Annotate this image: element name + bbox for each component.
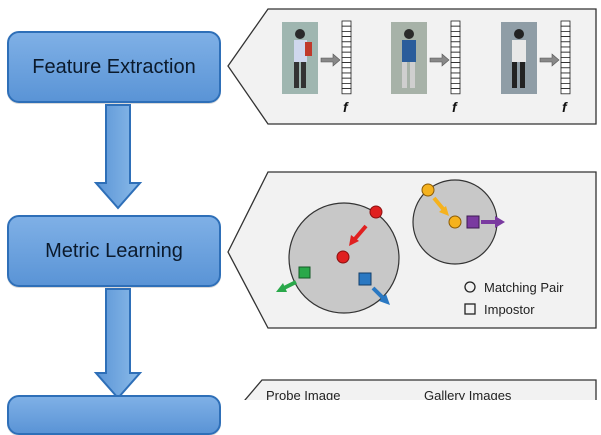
feature-cell <box>560 36 571 43</box>
feature-label-3: f <box>562 99 568 115</box>
feature-cell <box>560 67 571 74</box>
feature-cell <box>450 30 461 37</box>
feature-cell <box>560 46 571 53</box>
legend-square-icon <box>464 303 476 315</box>
feature-cell <box>341 41 352 48</box>
feature-cell <box>341 88 352 95</box>
green-arrow-head <box>276 283 287 292</box>
probe-image-label: Probe Image <box>266 388 340 400</box>
metric-learning-panel <box>227 171 597 329</box>
feature-cell <box>341 67 352 74</box>
feature-cell <box>560 62 571 69</box>
feature-cell <box>560 30 571 37</box>
blue-arrow-head <box>379 294 390 305</box>
person-image-2 <box>391 22 427 94</box>
feature-cell <box>450 51 461 58</box>
feature-cell <box>341 83 352 90</box>
flow-arrow-2 <box>93 288 143 400</box>
feature-cell <box>341 51 352 58</box>
extraction-arrow-1 <box>320 53 341 67</box>
feature-cell <box>450 67 461 74</box>
feature-cell <box>341 46 352 53</box>
feature-cell <box>341 20 352 27</box>
feature-vector-3 <box>560 20 571 95</box>
feature-cell <box>450 20 461 27</box>
feature-cell <box>560 51 571 58</box>
red-point-inner <box>336 250 350 264</box>
orange-point-outer <box>421 183 435 197</box>
purple-impostor <box>466 215 480 229</box>
feature-cell <box>450 77 461 84</box>
extraction-arrow-2 <box>429 53 450 67</box>
feature-cell <box>341 30 352 37</box>
flow-arrow-1 <box>93 104 143 210</box>
feature-cell <box>341 36 352 43</box>
diagram-graphics: f f f Matching Pair Impostor Pr <box>93 8 597 400</box>
feature-cell <box>450 36 461 43</box>
feature-cell <box>450 25 461 32</box>
feature-vector-2 <box>450 20 461 95</box>
feature-vector-1 <box>341 20 352 95</box>
blue-impostor <box>358 272 372 286</box>
metric-learning-box: Metric Learning <box>7 215 221 287</box>
feature-cell <box>560 25 571 32</box>
feature-label-1: f <box>343 99 349 115</box>
feature-cell <box>560 83 571 90</box>
metric-learning-label: Metric Learning <box>45 239 183 262</box>
feature-cell <box>450 83 461 90</box>
feature-cell <box>450 57 461 64</box>
green-impostor <box>298 266 311 279</box>
extraction-arrow-3 <box>539 53 560 67</box>
diagram-canvas: f f f Matching Pair Impostor Pr <box>7 8 597 435</box>
orange-point-inner <box>448 215 462 229</box>
red-arrow-head <box>349 235 359 246</box>
feature-cell <box>341 77 352 84</box>
orange-arrow-head <box>439 206 449 216</box>
feature-cell <box>560 57 571 64</box>
feature-cell <box>560 20 571 27</box>
third-step-box <box>7 395 221 435</box>
legend-matching-pair: Matching Pair <box>484 280 564 295</box>
feature-extraction-label: Feature Extraction <box>32 55 196 78</box>
red-point-outer <box>369 205 383 219</box>
feature-cell <box>341 62 352 69</box>
purple-arrow-head <box>495 216 505 228</box>
feature-cell <box>560 77 571 84</box>
feature-cell <box>450 46 461 53</box>
person-image-3 <box>501 22 537 94</box>
gallery-images-label: Gallery Images <box>424 388 512 400</box>
feature-cell <box>341 72 352 79</box>
feature-cell <box>450 72 461 79</box>
blue-arrow <box>371 286 385 300</box>
green-arrow <box>283 280 297 290</box>
feature-cell <box>450 62 461 69</box>
feature-cell <box>560 88 571 95</box>
feature-label-2: f <box>452 99 458 115</box>
person-image-1 <box>282 22 318 94</box>
feature-cell <box>341 25 352 32</box>
feature-cell <box>560 72 571 79</box>
feature-cell <box>341 57 352 64</box>
red-arrow <box>352 224 368 242</box>
matching-panel <box>244 379 597 400</box>
orange-arrow <box>432 196 446 212</box>
legend-impostor: Impostor <box>484 302 535 317</box>
feature-extraction-box: Feature Extraction <box>7 31 221 103</box>
legend-circle-icon <box>464 281 476 293</box>
feature-cell <box>450 88 461 95</box>
feature-cell <box>560 41 571 48</box>
feature-cell <box>450 41 461 48</box>
